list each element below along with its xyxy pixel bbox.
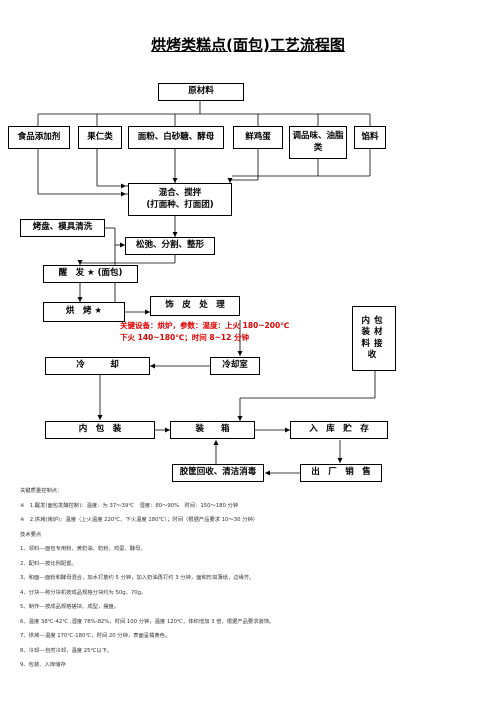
node-warehouse-storage-label: 入 库 贮 存 xyxy=(309,424,369,435)
node-shipment-sales-label: 出 厂 销 售 xyxy=(311,467,371,478)
node-raw-materials-label: 原材料 xyxy=(188,86,214,97)
node-shipment-sales: 出 厂 销 售 xyxy=(300,464,382,482)
node-egg: 鲜鸡蛋 xyxy=(233,126,283,149)
node-rest-divide-shape-label: 松弛、分割、整形 xyxy=(135,240,204,251)
node-tray-mold-clean: 烤盘、模具清洗 xyxy=(20,219,105,237)
technical-notes: 关键质量控制点： ※ 1.醒发(面包发酵控制)：温度：为 37～39℃ 湿度：8… xyxy=(20,484,480,673)
node-food-additive-label: 食品添加剂 xyxy=(17,131,61,142)
node-cooling: 冷 却 xyxy=(45,357,150,375)
note-line: 9、包装、入库储存 xyxy=(20,662,66,668)
node-nuts: 果仁类 xyxy=(78,126,122,149)
node-mix-stir: 混合、搅拌 (打面种、打面团) xyxy=(128,183,232,216)
node-flour-sugar-yeast-label: 面粉、白砂糖、酵母 xyxy=(137,131,215,142)
note-line: 5、制作---按成品规格搓块、成型，摆盘。 xyxy=(20,604,120,610)
node-crate-recycle-sanitize: 胶筐回收、清洁消毒 xyxy=(172,464,264,482)
node-nuts-label: 果仁类 xyxy=(87,131,113,142)
node-cooling-label: 冷 却 xyxy=(76,360,119,371)
node-crate-recycle-sanitize-label: 胶筐回收、清洁消毒 xyxy=(179,467,257,478)
node-inner-packing-label: 内 包 装 xyxy=(78,424,122,435)
note-line: ※ 1.醒发(面包发酵控制)：温度：为 37～39℃ 湿度：80～90% 时间：… xyxy=(20,502,239,509)
note-line: 技术要点 xyxy=(20,531,42,538)
note-line: 1、领料---面包专用粉、黄奶油、奶粉、鸡蛋、酵母。 xyxy=(20,546,146,552)
node-egg-label: 鲜鸡蛋 xyxy=(245,131,271,142)
node-boxing-label: 装 箱 xyxy=(195,424,230,435)
node-seasoning-oil: 调品味、油脂类 xyxy=(289,126,347,159)
node-raw-materials: 原材料 xyxy=(158,83,244,101)
note-line: ※ 2.烘烤(烤炉)：温度（上火温度 220℃、下火温度 180℃）；时间（根据… xyxy=(20,517,259,523)
note-line: 3、和面---面粉和酵母混合，加水打筋约 5 分钟，加入奶油再打约 3 分钟，面… xyxy=(20,575,255,581)
node-filling: 馅料 xyxy=(354,126,386,149)
node-surface-decoration-label: 饰 皮 处 理 xyxy=(165,300,225,311)
note-line: 8、冷却---自然冷却，温度 25℃以下。 xyxy=(20,647,113,654)
node-surface-decoration: 饰 皮 处 理 xyxy=(150,296,240,316)
node-proofing: 醒 发 ★ (面包) xyxy=(43,265,138,283)
node-cooling-room: 冷却室 xyxy=(210,357,260,375)
node-proofing-label: 醒 发 ★ (面包) xyxy=(58,268,123,279)
node-inner-pack-receive-label: 内包装材料接收 xyxy=(361,315,387,360)
node-rest-divide-shape: 松弛、分割、整形 xyxy=(125,237,215,255)
node-cooling-room-label: 冷却室 xyxy=(222,360,248,371)
bake-parameter-note-1: 关键设备：烘炉，参数：温度：上火 180~200℃ xyxy=(120,321,290,330)
note-line: 关键质量控制点： xyxy=(20,488,63,494)
node-filling-label: 馅料 xyxy=(361,131,379,142)
node-inner-packing: 内 包 装 xyxy=(45,421,155,439)
note-line: 4、分块---称分块机按成品规格分块约为 50g、70g。 xyxy=(20,589,147,596)
note-line: 2、配料---按比例配置。 xyxy=(20,560,77,567)
node-food-additive: 食品添加剂 xyxy=(8,126,70,149)
note-line: 6、温度 38℃-42℃ ,湿度 78%-82%，时间 100 分钟，温度 12… xyxy=(20,618,275,625)
page-title: 烘烤类糕点(面包)工艺流程图 xyxy=(151,36,345,54)
node-baking: 烘 烤 ★ xyxy=(43,302,125,322)
node-inner-pack-receive: 内包装材料接收 xyxy=(352,306,396,371)
node-flour-sugar-yeast: 面粉、白砂糖、酵母 xyxy=(128,126,224,149)
node-seasoning-oil-label: 调品味、油脂类 xyxy=(292,131,344,153)
node-tray-mold-clean-label: 烤盘、模具清洗 xyxy=(32,222,93,233)
note-line: 7、烘烤---温度 170℃-180℃，时间 20 分钟，表面呈橘黄色。 xyxy=(20,633,171,639)
node-boxing: 装 箱 xyxy=(170,421,255,439)
node-warehouse-storage: 入 库 贮 存 xyxy=(290,421,388,439)
bake-parameter-note-2: 下火 140~180℃；时间 8~12 分钟 xyxy=(120,333,249,342)
node-baking-label: 烘 烤 ★ xyxy=(65,306,103,317)
node-mix-stir-label: 混合、搅拌 (打面种、打面团) xyxy=(146,188,214,210)
